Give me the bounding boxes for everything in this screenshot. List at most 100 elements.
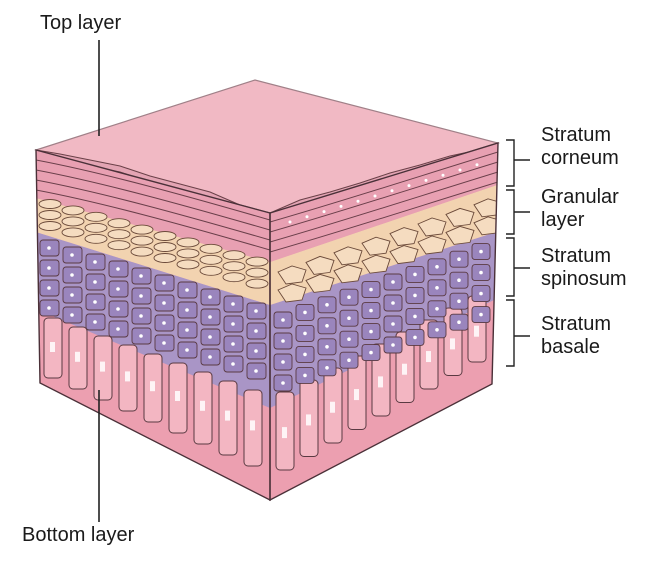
granular-cell	[200, 255, 222, 264]
cell-nucleus	[426, 351, 431, 362]
cell-nucleus	[254, 329, 258, 333]
cell-nucleus	[47, 286, 51, 290]
cell-nucleus	[162, 341, 166, 345]
granular-cell	[131, 247, 153, 256]
bottom-layer-text: Bottom layer	[22, 524, 134, 547]
cell-nucleus	[231, 342, 235, 346]
cell-nucleus	[289, 221, 292, 224]
cell-nucleus	[70, 293, 74, 297]
cell-nucleus	[185, 308, 189, 312]
cell-nucleus	[457, 299, 461, 303]
cell-nucleus	[47, 246, 51, 250]
cell-nucleus	[474, 326, 479, 337]
bracket-corneum	[506, 140, 530, 186]
granular-cell	[246, 268, 268, 277]
stratum-corneum-line2: corneum	[541, 147, 619, 170]
cell-nucleus	[369, 351, 373, 355]
cell-nucleus	[231, 302, 235, 306]
cell-nucleus	[435, 328, 439, 332]
cell-nucleus	[150, 381, 155, 391]
cell-nucleus	[391, 343, 395, 347]
cell-nucleus	[450, 338, 455, 349]
cell-nucleus	[413, 294, 417, 298]
cell-nucleus	[306, 414, 311, 425]
cell-nucleus	[347, 295, 351, 299]
cell-nucleus	[442, 174, 445, 177]
cell-nucleus	[139, 314, 143, 318]
stratum-corneum-line1: Stratum	[541, 124, 619, 147]
cell-nucleus	[139, 274, 143, 278]
cell-nucleus	[139, 334, 143, 338]
stratum-spinosum-line1: Stratum	[541, 245, 627, 268]
cell-nucleus	[340, 205, 343, 208]
cell-nucleus	[391, 280, 395, 284]
cell-nucleus	[281, 381, 285, 385]
granular-cell	[154, 232, 176, 241]
stratum-spinosum-label: Stratum spinosum	[541, 245, 627, 291]
granular-cell	[131, 236, 153, 245]
bottom-layer-label: Bottom layer	[22, 524, 134, 547]
granular-layer-line2: layer	[541, 209, 619, 232]
cell-nucleus	[116, 327, 120, 331]
granular-cell	[108, 230, 130, 239]
cell-nucleus	[93, 260, 97, 264]
cell-nucleus	[369, 330, 373, 334]
cell-nucleus	[47, 306, 51, 310]
cell-nucleus	[325, 303, 329, 307]
cell-nucleus	[185, 348, 189, 352]
cell-nucleus	[347, 316, 351, 320]
cell-nucleus	[457, 320, 461, 324]
cell-nucleus	[413, 336, 417, 340]
granular-cell	[177, 249, 199, 258]
bracket-basale	[506, 300, 530, 366]
stratum-basale-label: Stratum basale	[541, 313, 611, 359]
cell-nucleus	[347, 337, 351, 341]
granular-cell	[177, 260, 199, 269]
cell-nucleus	[254, 349, 258, 353]
cell-nucleus	[391, 189, 394, 192]
granular-cell	[85, 223, 107, 232]
cell-nucleus	[116, 267, 120, 271]
stratum-spinosum-line2: spinosum	[541, 268, 627, 291]
cell-nucleus	[185, 288, 189, 292]
cell-nucleus	[281, 318, 285, 322]
cell-nucleus	[306, 215, 309, 218]
cell-nucleus	[185, 328, 189, 332]
cell-nucleus	[374, 195, 377, 198]
granular-cell	[223, 262, 245, 271]
cell-nucleus	[231, 362, 235, 366]
cell-nucleus	[93, 300, 97, 304]
cell-nucleus	[425, 179, 428, 182]
granular-cell	[177, 238, 199, 247]
cell-nucleus	[459, 169, 462, 172]
granular-layer-line1: Granular	[541, 186, 619, 209]
cell-nucleus	[479, 250, 483, 254]
cell-nucleus	[139, 294, 143, 298]
granular-cell	[200, 266, 222, 275]
granular-cell	[108, 241, 130, 250]
cell-nucleus	[70, 273, 74, 277]
cell-nucleus	[391, 301, 395, 305]
cell-nucleus	[479, 313, 483, 317]
cell-nucleus	[369, 309, 373, 313]
granular-cell	[246, 279, 268, 288]
cell-nucleus	[225, 411, 230, 421]
cell-nucleus	[100, 362, 105, 372]
bracket-granular	[506, 190, 530, 234]
cell-nucleus	[413, 273, 417, 277]
cell-nucleus	[231, 322, 235, 326]
cell-nucleus	[175, 391, 180, 401]
cell-nucleus	[413, 315, 417, 319]
cell-nucleus	[457, 278, 461, 282]
cell-nucleus	[70, 313, 74, 317]
cell-nucleus	[208, 295, 212, 299]
cell-nucleus	[323, 210, 326, 213]
cell-nucleus	[479, 292, 483, 296]
cell-nucleus	[303, 374, 307, 378]
cell-nucleus	[402, 364, 407, 375]
cell-nucleus	[93, 280, 97, 284]
granular-cell	[85, 212, 107, 221]
cell-nucleus	[303, 311, 307, 315]
cell-nucleus	[125, 371, 130, 381]
